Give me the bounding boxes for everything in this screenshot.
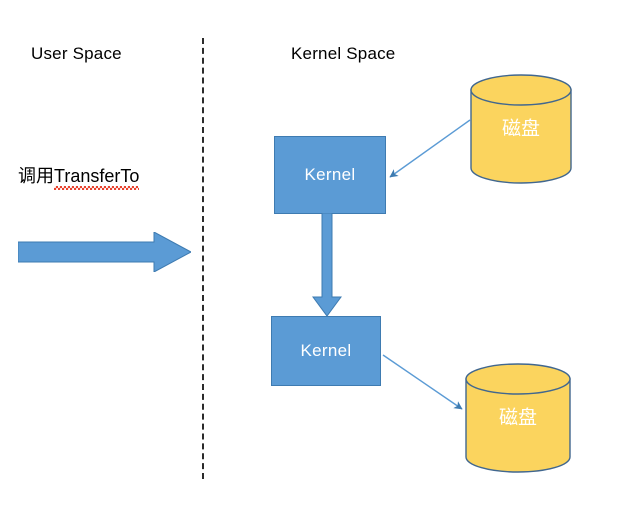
- kernel-box-top: Kernel: [274, 136, 386, 214]
- user-kernel-divider: [202, 38, 204, 479]
- disk-cylinder-top: 磁盘: [470, 74, 572, 184]
- kernel-box-top-label: Kernel: [304, 165, 356, 184]
- disk-cylinder-bottom: 磁盘: [465, 363, 571, 473]
- arrow-disk-to-kernel: [389, 119, 471, 178]
- cylinder-disk-icon: [465, 363, 571, 473]
- call-label-cn: 调用: [18, 166, 54, 187]
- transfer-block-arrow-icon: [18, 232, 191, 272]
- user-space-title: User Space: [31, 44, 122, 63]
- kernel-flow-block-arrow-icon: [312, 213, 342, 317]
- call-label-en: TransferTo: [54, 166, 140, 190]
- transferto-call-label: 调用TransferTo: [18, 162, 140, 190]
- kernel-space-title: Kernel Space: [291, 44, 396, 63]
- arrow-kernel-to-disk: [382, 354, 463, 410]
- kernel-box-bottom-label: Kernel: [300, 341, 352, 360]
- cylinder-disk-icon: [470, 74, 572, 184]
- kernel-box-bottom: Kernel: [271, 316, 381, 386]
